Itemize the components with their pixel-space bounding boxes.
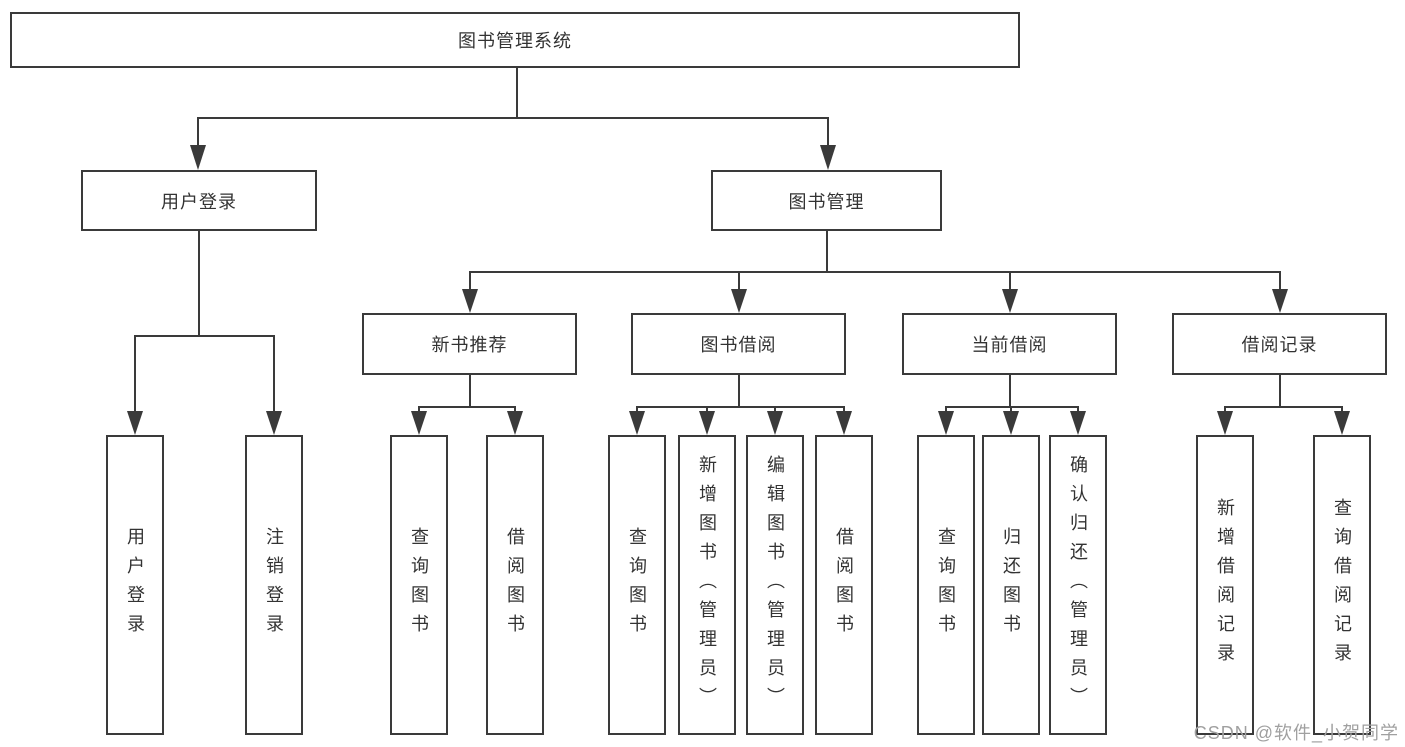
arrowhead-icon <box>190 145 206 170</box>
leaf-logout: 注销登录 <box>245 435 303 735</box>
arrowhead-icon <box>1070 411 1086 435</box>
arrowhead-icon <box>462 289 478 313</box>
arrowhead-icon <box>629 411 645 435</box>
leaf-borrow-books: 借阅图书 <box>815 435 873 735</box>
arrowhead-icon <box>836 411 852 435</box>
leaf-label: 归还图书 <box>1001 527 1021 643</box>
leaf-label: 查询图书 <box>627 527 647 643</box>
node-library-management-system: 图书管理系统 <box>10 12 1020 68</box>
node-label: 用户登录 <box>161 191 237 212</box>
arrowhead-icon <box>1334 411 1350 435</box>
node-label: 借阅记录 <box>1241 335 1318 355</box>
arrowhead-icon <box>127 411 143 435</box>
leaf-return-book: 归还图书 <box>982 435 1040 735</box>
node-label: 新书推荐 <box>431 335 508 355</box>
arrowhead-icon <box>820 145 836 170</box>
node-label: 当前借阅 <box>971 335 1048 355</box>
leaf-borrow-books-recommend: 借阅图书 <box>486 435 544 735</box>
arrowhead-icon <box>699 411 715 435</box>
arrowhead-icon <box>1272 289 1288 313</box>
leaf-query-borrow-record: 查询借阅记录 <box>1313 435 1371 735</box>
arrowhead-icon <box>1003 411 1019 435</box>
leaf-label: 用户登录 <box>125 527 145 643</box>
leaf-label: 借阅图书 <box>505 527 525 643</box>
leaf-query-books-current: 查询图书 <box>917 435 975 735</box>
node-new-book-recommend: 新书推荐 <box>362 313 577 375</box>
leaf-edit-book-admin: 编辑图书（管理员） <box>746 435 804 735</box>
leaf-label: 新增图书（管理员） <box>697 454 717 716</box>
leaf-label: 编辑图书（管理员） <box>765 454 785 716</box>
node-label: 图书管理系统 <box>458 31 572 51</box>
node-label: 图书借阅 <box>700 335 777 355</box>
node-book-management: 图书管理 <box>711 170 942 231</box>
node-user-login: 用户登录 <box>81 170 317 231</box>
node-current-borrow: 当前借阅 <box>902 313 1117 375</box>
arrowhead-icon <box>1002 289 1018 313</box>
node-borrow-records: 借阅记录 <box>1172 313 1387 375</box>
leaf-user-login: 用户登录 <box>106 435 164 735</box>
arrowhead-icon <box>767 411 783 435</box>
leaf-label: 借阅图书 <box>834 527 854 643</box>
watermark: CSDN @软件_小贺同学 <box>1193 723 1399 743</box>
arrowhead-icon <box>1217 411 1233 435</box>
leaf-label: 查询图书 <box>409 527 429 643</box>
arrowhead-icon <box>731 289 747 313</box>
node-label: 图书管理 <box>788 191 865 212</box>
node-book-borrow: 图书借阅 <box>631 313 846 375</box>
leaf-label: 查询图书 <box>936 527 956 643</box>
leaf-add-book-admin: 新增图书（管理员） <box>678 435 736 735</box>
leaf-label: 确认归还（管理员） <box>1068 454 1088 716</box>
leaf-label: 查询借阅记录 <box>1332 498 1352 672</box>
arrowhead-icon <box>507 411 523 435</box>
arrowhead-icon <box>411 411 427 435</box>
arrowhead-icon <box>938 411 954 435</box>
leaf-label: 新增借阅记录 <box>1215 498 1235 672</box>
leaf-add-borrow-record: 新增借阅记录 <box>1196 435 1254 735</box>
leaf-query-books-borrow: 查询图书 <box>608 435 666 735</box>
leaf-confirm-return-admin: 确认归还（管理员） <box>1049 435 1107 735</box>
leaf-label: 注销登录 <box>264 527 284 643</box>
arrowhead-icon <box>266 411 282 435</box>
leaf-query-books-recommend: 查询图书 <box>390 435 448 735</box>
